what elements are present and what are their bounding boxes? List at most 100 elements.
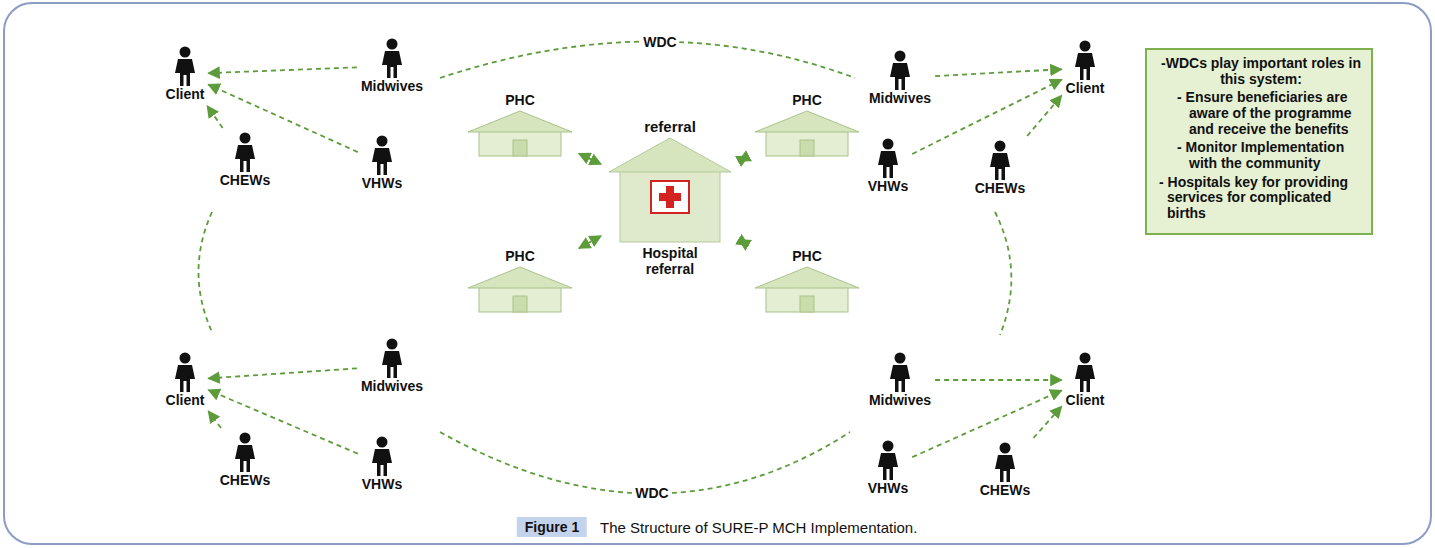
hospital-node: referralHospital referral	[605, 118, 735, 277]
person-head	[882, 441, 893, 452]
node-label: VHWs	[362, 476, 402, 492]
hut-roof	[755, 267, 859, 288]
person-figure: Client	[1066, 352, 1105, 408]
dashed-connector	[912, 80, 1061, 154]
node-label: VHWs	[868, 480, 908, 496]
hut-roof	[755, 111, 859, 132]
note-text: - Ensure beneficiaries are aware of the …	[1153, 90, 1363, 137]
hut-wall	[479, 286, 561, 312]
referral-label: referral	[605, 118, 735, 135]
node-label: PHC	[465, 92, 575, 108]
wdc-label: WDC	[640, 34, 679, 50]
person-body	[372, 148, 392, 175]
person-head	[1079, 353, 1090, 364]
person-icon	[230, 132, 260, 172]
dashed-connector	[1033, 406, 1061, 438]
dashed-connector	[935, 379, 1061, 381]
node-label: Client	[1066, 392, 1105, 408]
node-label: PHC	[465, 248, 575, 264]
person-body	[890, 63, 910, 90]
hut-wall	[766, 130, 848, 156]
figure-caption: The Structure of SURE-P MCH Implementati…	[600, 519, 917, 536]
person-icon	[985, 140, 1015, 180]
person-figure: Midwives	[361, 38, 423, 94]
phc-building	[465, 264, 575, 314]
person-icon	[170, 46, 200, 86]
person-figure: Midwives	[869, 352, 931, 408]
hut-door	[513, 140, 527, 156]
dashed-connector	[208, 67, 356, 73]
hut-wall	[766, 286, 848, 312]
phc-building	[465, 108, 575, 158]
hospital-roof	[609, 138, 731, 172]
phc-building	[752, 108, 862, 158]
hut-wall	[479, 130, 561, 156]
person-icon	[885, 352, 915, 392]
person-body	[890, 365, 910, 392]
hut-roof	[468, 267, 572, 288]
node-label: Client	[166, 392, 205, 408]
person-body	[235, 445, 255, 472]
dashed-connector	[579, 154, 601, 165]
person-icon	[990, 442, 1020, 482]
node-label: Client	[1066, 80, 1105, 96]
note-text: - Hospitals key for providing services f…	[1153, 175, 1363, 222]
wdc-arc	[995, 212, 1011, 335]
person-icon	[873, 138, 903, 178]
person-head	[376, 437, 387, 448]
person-head	[387, 339, 398, 350]
node-label: VHWs	[868, 178, 908, 194]
person-figure: VHWs	[868, 440, 908, 496]
node-label: CHEWs	[220, 472, 271, 488]
dashed-connector	[208, 411, 221, 428]
wdc-label: WDC	[632, 485, 671, 501]
hut-roof	[468, 111, 572, 132]
person-head	[376, 136, 387, 147]
person-head	[179, 353, 190, 364]
person-body	[1075, 53, 1095, 80]
person-figure: Client	[166, 352, 205, 408]
dashed-connector	[912, 390, 1061, 457]
note-box: -WDCs play important roles in this syste…	[1145, 48, 1373, 235]
dashed-connector	[207, 106, 222, 128]
dashed-connector	[579, 236, 601, 248]
person-head	[1079, 41, 1090, 52]
figure-frame	[4, 3, 1431, 544]
person-figure: CHEWs	[220, 132, 271, 188]
note-text: -WDCs play important roles in this syste…	[1153, 56, 1363, 87]
hut-door	[800, 296, 814, 312]
phc-node: PHC	[465, 248, 575, 314]
wdc-arc	[199, 212, 213, 332]
person-head	[895, 51, 906, 62]
person-body	[990, 153, 1010, 180]
person-body	[878, 453, 898, 480]
person-figure: Midwives	[869, 50, 931, 106]
person-icon	[367, 135, 397, 175]
person-head	[387, 39, 398, 50]
node-label: CHEWs	[980, 482, 1031, 498]
person-icon	[170, 352, 200, 392]
person-body	[995, 455, 1015, 482]
node-label: Midwives	[361, 78, 423, 94]
dashed-connector	[739, 156, 748, 161]
person-head	[895, 353, 906, 364]
node-label: Midwives	[869, 392, 931, 408]
person-figure: CHEWs	[980, 442, 1031, 498]
person-icon	[1070, 40, 1100, 80]
hut-door	[513, 296, 527, 312]
phc-node: PHC	[465, 92, 575, 158]
person-icon	[885, 50, 915, 90]
hospital-wall	[620, 170, 720, 242]
person-icon	[1070, 352, 1100, 392]
person-figure: CHEWs	[220, 432, 271, 488]
dashed-connector	[935, 69, 1061, 76]
person-figure: VHWs	[362, 436, 402, 492]
person-body	[878, 151, 898, 178]
node-label: CHEWs	[220, 172, 271, 188]
person-head	[882, 139, 893, 150]
person-body	[372, 449, 392, 476]
person-body	[235, 145, 255, 172]
node-label: Midwives	[869, 90, 931, 106]
dashed-connector	[208, 85, 357, 152]
